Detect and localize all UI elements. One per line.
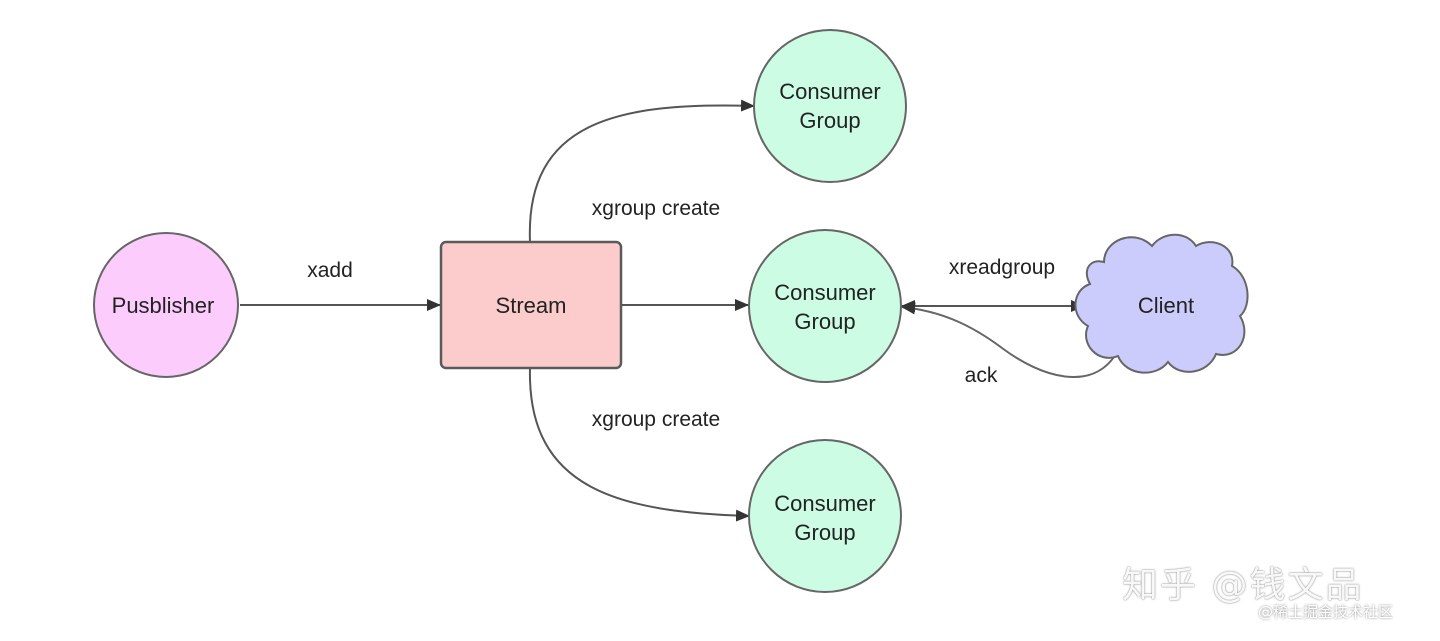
xgroup-create-top-label: xgroup create [592, 197, 720, 220]
consumer-group-middle-node: Consumer Group [748, 229, 902, 383]
edge-stream-to-top-group [528, 99, 755, 243]
consumer-group-middle-label-line1: Consumer [774, 280, 875, 305]
xgroup-create-bottom-label: xgroup create [592, 408, 720, 431]
consumer-group-bottom-label-line1: Consumer [774, 491, 875, 516]
ack-label: ack [965, 364, 998, 387]
edge-stream-to-bottom-group [528, 367, 750, 522]
client-cloud-node: Client [1074, 233, 1249, 374]
publisher-node: Pusblisher [93, 232, 239, 378]
stream-label: Stream [496, 293, 567, 318]
watermark-sub: @稀土掘金技术社区 [1258, 603, 1394, 621]
stream-node: Stream [439, 240, 623, 370]
consumer-group-top-label-line2: Group [799, 108, 860, 133]
edge-client-ack [901, 302, 1117, 378]
xadd-label: xadd [307, 259, 353, 282]
publisher-label: Pusblisher [112, 293, 215, 318]
xreadgroup-label: xreadgroup [949, 256, 1055, 279]
consumer-group-middle-label-line2: Group [794, 309, 855, 334]
watermark-main: 知乎 @钱文品 [1122, 565, 1364, 606]
consumer-group-bottom-label-line2: Group [794, 520, 855, 545]
client-label: Client [1138, 293, 1194, 318]
consumer-group-bottom-node: Consumer Group [748, 439, 902, 593]
consumer-group-top-label-line1: Consumer [779, 79, 880, 104]
consumer-group-top-node: Consumer Group [753, 29, 907, 183]
